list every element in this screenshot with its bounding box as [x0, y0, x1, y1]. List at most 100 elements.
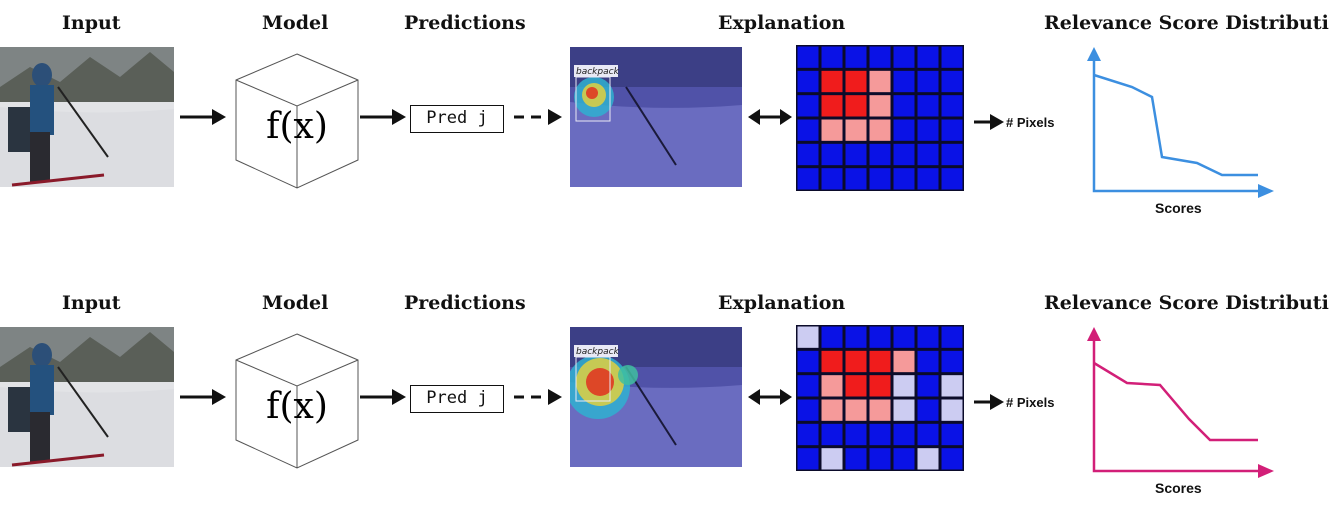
grid-cell — [845, 46, 867, 68]
grid-cell — [845, 119, 867, 141]
grid-cell — [821, 375, 843, 397]
header-model: Model — [262, 12, 329, 34]
arrow-right-icon — [360, 109, 406, 125]
double-arrow-icon — [748, 389, 792, 405]
grid-cell — [797, 95, 819, 117]
grid-cell — [893, 119, 915, 141]
grid-cell — [869, 375, 891, 397]
grid-cell — [797, 143, 819, 166]
grid-cell — [821, 95, 843, 117]
grid-cell — [893, 350, 915, 373]
header-predictions: Predictions — [404, 292, 526, 314]
grid-cell — [941, 375, 963, 397]
grid-cell — [845, 168, 867, 190]
input-photo — [0, 327, 174, 467]
header-distribution: Relevance Score Distribution — [1044, 292, 1329, 314]
grid-cell — [917, 168, 939, 190]
distribution-curve — [1093, 73, 1258, 177]
grid-cell — [893, 70, 915, 93]
relevance-grid — [796, 45, 964, 191]
detection-tag-box — [574, 65, 618, 77]
arrow-right-icon — [360, 389, 406, 405]
x-axis-label: Scores — [1155, 480, 1202, 496]
grid-cell — [869, 350, 891, 373]
grid-cell — [845, 95, 867, 117]
pipeline-row: Input Model Predictions Explanation Rele… — [0, 280, 1329, 496]
grid-cell — [869, 143, 891, 166]
grid-cell — [893, 326, 915, 348]
prediction-box: Pred j — [410, 385, 504, 413]
detection-bbox — [575, 356, 611, 402]
detection-bbox — [575, 76, 611, 122]
grid-cell — [941, 143, 963, 166]
model-formula: f(x) — [266, 106, 328, 147]
arrow-right-icon — [180, 389, 226, 405]
grid-cell — [869, 119, 891, 141]
grid-cell — [797, 326, 819, 348]
detection-tag: backpack — [576, 347, 620, 357]
grid-cell — [941, 326, 963, 348]
grid-cell — [797, 168, 819, 190]
detection-tag: backpack — [576, 67, 620, 77]
grid-cell — [941, 168, 963, 190]
grid-cell — [917, 119, 939, 141]
grid-cell — [845, 448, 867, 470]
plot-axes — [1092, 333, 1264, 473]
grid-cell — [893, 168, 915, 190]
header-explanation: Explanation — [718, 12, 846, 34]
y-axis-label: # Pixels — [1006, 395, 1055, 410]
plot-axes — [1092, 53, 1264, 193]
grid-cell — [941, 119, 963, 141]
grid-cell — [797, 119, 819, 141]
grid-cell — [917, 70, 939, 93]
grid-cell — [797, 399, 819, 421]
grid-cell — [941, 70, 963, 93]
grid-cell — [869, 168, 891, 190]
x-axis-label: Scores — [1155, 200, 1202, 216]
grid-cell — [845, 423, 867, 446]
grid-cell — [821, 168, 843, 190]
header-model: Model — [262, 292, 329, 314]
heatmap-overlay: backpack — [570, 327, 742, 467]
prediction-box: Pred j — [410, 105, 504, 133]
grid-cell — [821, 119, 843, 141]
heat-spot — [586, 87, 598, 99]
grid-cell — [941, 46, 963, 68]
arrow-right-icon — [180, 109, 226, 125]
y-axis-arrowhead — [1087, 327, 1101, 341]
input-photo — [0, 47, 174, 187]
arrow-right-icon — [974, 114, 1004, 130]
y-axis-arrowhead — [1087, 47, 1101, 61]
grid-cell — [917, 375, 939, 397]
grid-cell — [821, 399, 843, 421]
grid-cell — [917, 350, 939, 373]
x-axis-arrowhead — [1258, 464, 1274, 478]
grid-cell — [893, 423, 915, 446]
grid-cell — [821, 46, 843, 68]
heat-spot — [618, 365, 638, 385]
grid-cell — [845, 143, 867, 166]
grid-cell — [821, 350, 843, 373]
dashed-arrow-icon — [514, 109, 562, 125]
header-predictions: Predictions — [404, 12, 526, 34]
grid-cell — [917, 46, 939, 68]
grid-cell — [941, 423, 963, 446]
relevance-grid — [796, 325, 964, 471]
grid-cell — [917, 143, 939, 166]
pipeline-row: Input Model Predictions Explanation Rele… — [0, 0, 1329, 216]
grid-cell — [797, 423, 819, 446]
header-explanation: Explanation — [718, 292, 846, 314]
distribution-curve — [1093, 361, 1258, 442]
grid-cell — [845, 70, 867, 93]
grid-cell — [941, 95, 963, 117]
grid-cell — [917, 399, 939, 421]
detection-tag-box — [574, 345, 618, 357]
heat-spot — [586, 368, 614, 396]
grid-cell — [893, 143, 915, 166]
grid-cell — [869, 70, 891, 93]
y-axis-label: # Pixels — [1006, 115, 1055, 130]
double-arrow-icon — [748, 109, 792, 125]
grid-cell — [869, 399, 891, 421]
model-cube: f(x) — [235, 333, 359, 469]
grid-cell — [893, 46, 915, 68]
